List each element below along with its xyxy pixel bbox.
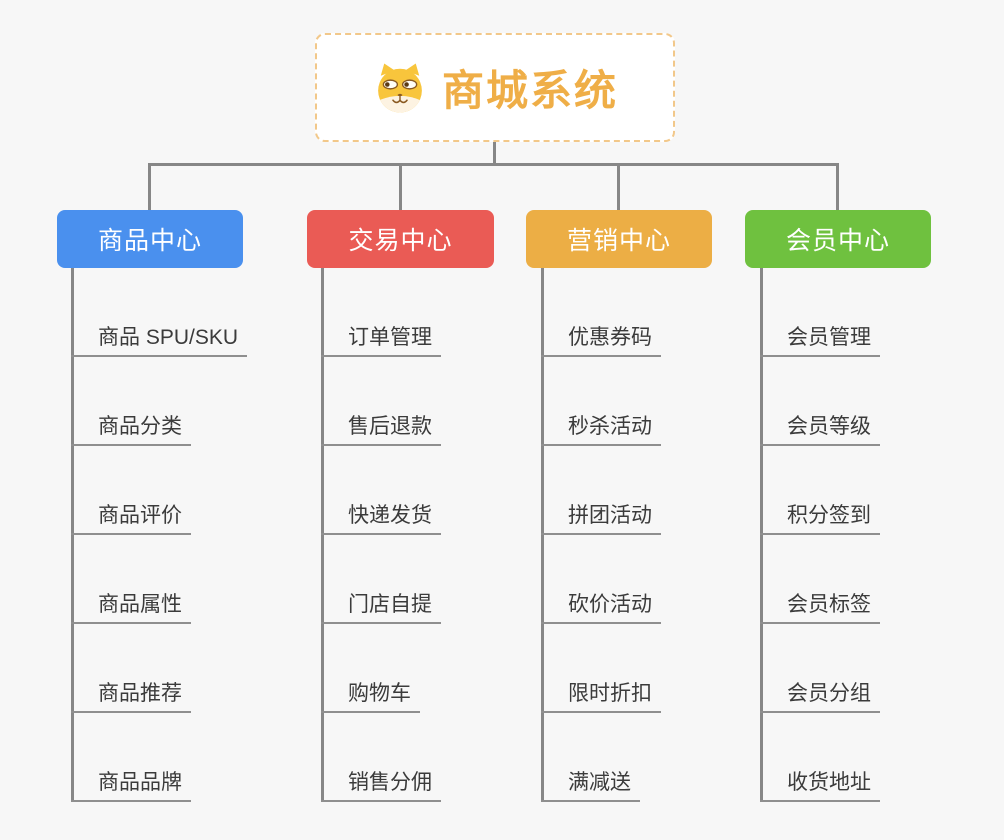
leaf-node[interactable]: 商品评价 <box>71 499 191 535</box>
connector-stem-members <box>760 268 763 802</box>
doge-face-icon <box>378 63 422 112</box>
leaf-node[interactable]: 商品 SPU/SKU <box>71 321 248 357</box>
leaf-node[interactable]: 会员标签 <box>760 588 880 624</box>
connector-root-stem <box>493 141 496 165</box>
connector-drop-trade <box>399 163 402 212</box>
connector-drop-marketing <box>617 163 620 212</box>
root-node-title: 商城系统 <box>441 67 618 114</box>
connector-stem-products <box>71 268 74 802</box>
connector-drop-products <box>148 163 151 212</box>
connector-stem-trade <box>321 268 324 802</box>
leaf-node[interactable]: 优惠券码 <box>541 321 661 357</box>
leaf-node[interactable]: 销售分佣 <box>321 766 441 802</box>
leaf-node[interactable]: 商品分类 <box>71 410 191 446</box>
root-node-mall-system[interactable]: 商城系统 <box>315 33 675 142</box>
branch-node-members[interactable]: 会员中心 <box>745 210 931 268</box>
leaf-node[interactable]: 会员分组 <box>760 677 880 713</box>
leaf-node[interactable]: 满减送 <box>541 766 640 802</box>
leaf-node[interactable]: 售后退款 <box>321 410 441 446</box>
leaf-node[interactable]: 积分签到 <box>760 499 880 535</box>
branch-node-label: 营销中心 <box>566 227 671 255</box>
connector-stem-marketing <box>541 268 544 802</box>
connector-drop-members <box>836 163 839 212</box>
leaf-node[interactable]: 订单管理 <box>321 321 441 357</box>
branch-node-products[interactable]: 商品中心 <box>57 210 243 268</box>
branch-node-trade[interactable]: 交易中心 <box>307 210 494 268</box>
leaf-node[interactable]: 购物车 <box>321 677 420 713</box>
connector-bus <box>148 163 839 166</box>
leaf-node[interactable]: 砍价活动 <box>541 588 661 624</box>
leaf-node[interactable]: 商品推荐 <box>71 677 191 713</box>
leaf-node[interactable]: 限时折扣 <box>541 677 661 713</box>
leaf-node[interactable]: 门店自提 <box>321 588 441 624</box>
leaf-node[interactable]: 收货地址 <box>760 766 880 802</box>
branch-node-label: 商品中心 <box>97 227 202 255</box>
leaf-node[interactable]: 会员管理 <box>760 321 880 357</box>
leaf-node[interactable]: 秒杀活动 <box>541 410 661 446</box>
leaf-node[interactable]: 商品品牌 <box>71 766 191 802</box>
leaf-node[interactable]: 拼团活动 <box>541 499 661 535</box>
branch-node-label: 交易中心 <box>348 227 453 255</box>
leaf-node[interactable]: 会员等级 <box>760 410 880 446</box>
leaf-node[interactable]: 商品属性 <box>71 588 191 624</box>
leaf-node[interactable]: 快递发货 <box>321 499 441 535</box>
branch-node-marketing[interactable]: 营销中心 <box>526 210 712 268</box>
branch-node-label: 会员中心 <box>785 227 890 255</box>
